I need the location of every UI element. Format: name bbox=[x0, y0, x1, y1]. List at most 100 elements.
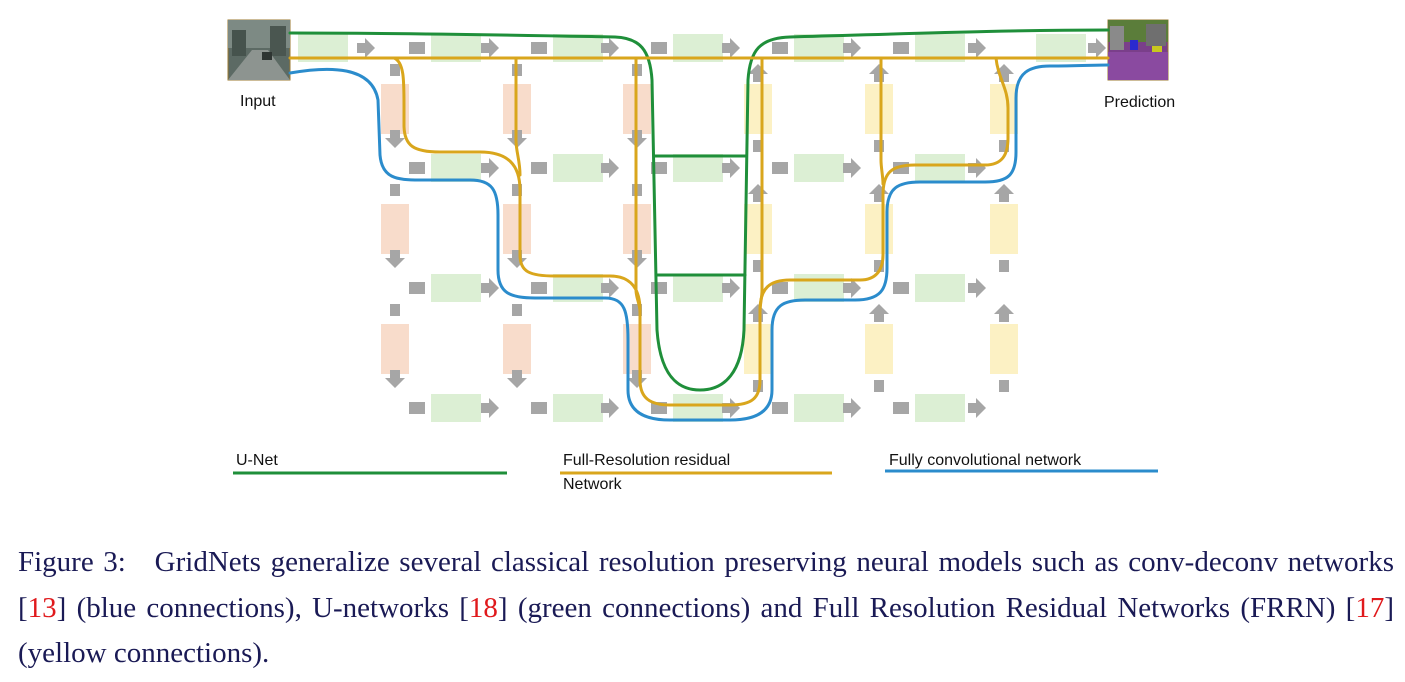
lateral-conv-block bbox=[673, 274, 723, 302]
arrow-stub bbox=[531, 162, 547, 174]
upsample-block bbox=[990, 84, 1018, 134]
arrow-right-icon bbox=[843, 38, 861, 58]
lateral-conv-block bbox=[673, 154, 723, 182]
arrow-stub bbox=[753, 140, 763, 152]
arrow-stub bbox=[772, 162, 788, 174]
arrow-stub bbox=[772, 42, 788, 54]
figure-caption: Figure 3: GridNets generalize several cl… bbox=[18, 540, 1394, 677]
fcn-path bbox=[288, 63, 1110, 422]
arrow-stub bbox=[753, 380, 763, 392]
arrow-stub bbox=[651, 42, 667, 54]
arrow-down-icon bbox=[507, 370, 527, 388]
arrow-up-icon bbox=[994, 184, 1014, 202]
arrow-stub bbox=[651, 282, 667, 294]
arrow-right-icon bbox=[357, 38, 375, 58]
legend-label-fcn: Fully convolutional network bbox=[889, 452, 1082, 469]
arrow-down-icon bbox=[385, 130, 405, 148]
lateral-conv-block bbox=[431, 154, 481, 182]
arrow-stub bbox=[409, 42, 425, 54]
arrow-right-icon bbox=[968, 38, 986, 58]
lateral-conv-block bbox=[431, 394, 481, 422]
arrow-stub bbox=[531, 282, 547, 294]
arrow-right-icon bbox=[601, 158, 619, 178]
arrow-stub bbox=[999, 140, 1009, 152]
upsample-block bbox=[865, 324, 893, 374]
lateral-conv-block bbox=[794, 154, 844, 182]
arrow-right-icon bbox=[843, 158, 861, 178]
lateral-conv-block bbox=[553, 394, 603, 422]
arrow-down-icon bbox=[385, 250, 405, 268]
arrow-stub bbox=[531, 42, 547, 54]
caption-label: Figure 3: bbox=[18, 546, 126, 578]
arrow-right-icon bbox=[722, 398, 740, 418]
lateral-conv-block bbox=[553, 154, 603, 182]
arrow-right-icon bbox=[481, 158, 499, 178]
arrow-stub bbox=[874, 260, 884, 272]
lateral-conv-block bbox=[673, 394, 723, 422]
legend: U-Net Full-Resolution residual Network F… bbox=[233, 452, 1158, 493]
upsample-block bbox=[990, 324, 1018, 374]
arrow-stub bbox=[772, 282, 788, 294]
arrow-stub bbox=[893, 42, 909, 54]
citation-link[interactable]: 13 bbox=[27, 591, 57, 624]
legend-label-frrn-1: Full-Resolution residual bbox=[563, 452, 730, 469]
lateral-conv-block bbox=[915, 394, 965, 422]
arrow-right-icon bbox=[601, 38, 619, 58]
frrn-branch bbox=[758, 56, 764, 314]
arrow-up-icon bbox=[869, 304, 889, 322]
arrow-stub bbox=[999, 380, 1009, 392]
arrow-right-icon bbox=[722, 158, 740, 178]
arrow-stub bbox=[531, 402, 547, 414]
arrow-stub bbox=[409, 402, 425, 414]
arrow-right-icon bbox=[601, 398, 619, 418]
arrow-stub bbox=[874, 380, 884, 392]
arrow-right-icon bbox=[722, 38, 740, 58]
caption-text: ] (green connections) and Full Resolutio… bbox=[497, 591, 1356, 624]
arrow-up-icon bbox=[869, 64, 889, 82]
grid-blocks-and-arrows bbox=[298, 34, 1106, 422]
arrow-stub bbox=[390, 304, 400, 316]
upsample-block bbox=[865, 204, 893, 254]
lateral-conv-block bbox=[915, 154, 965, 182]
arrow-stub bbox=[632, 304, 642, 316]
arrow-stub bbox=[390, 184, 400, 196]
citation-link[interactable]: 17 bbox=[1355, 591, 1385, 624]
arrow-right-icon bbox=[722, 278, 740, 298]
frrn-branch bbox=[392, 56, 1010, 407]
arrow-right-icon bbox=[481, 398, 499, 418]
caption-text: ] (yellow connections). bbox=[18, 591, 1394, 670]
arrow-up-icon bbox=[869, 184, 889, 202]
arrow-right-icon bbox=[968, 278, 986, 298]
arrow-up-icon bbox=[994, 304, 1014, 322]
frrn-branch bbox=[879, 56, 885, 186]
prediction-label: Prediction bbox=[1104, 94, 1175, 111]
upsample-block bbox=[865, 84, 893, 134]
downsample-block bbox=[503, 204, 531, 254]
arrow-right-icon bbox=[843, 278, 861, 298]
arrow-stub bbox=[390, 64, 400, 76]
downsample-block bbox=[503, 324, 531, 374]
arrow-right-icon bbox=[843, 398, 861, 418]
arrow-down-icon bbox=[507, 250, 527, 268]
upsample-block bbox=[990, 204, 1018, 254]
unet-path bbox=[288, 28, 1110, 392]
lateral-conv-block bbox=[915, 274, 965, 302]
arrow-stub bbox=[512, 184, 522, 196]
arrow-stub bbox=[893, 402, 909, 414]
lateral-conv-block bbox=[794, 394, 844, 422]
arrow-stub bbox=[772, 402, 788, 414]
upsample-block bbox=[744, 204, 772, 254]
citation-link[interactable]: 18 bbox=[468, 591, 498, 624]
arrow-down-icon bbox=[385, 370, 405, 388]
prediction-image-thumbnail bbox=[1107, 19, 1169, 81]
arrow-right-icon bbox=[481, 38, 499, 58]
gridnet-figure: Input Prediction U-Net Full-Resolution r… bbox=[227, 19, 1175, 493]
connection-paths bbox=[288, 28, 1110, 422]
arrow-right-icon bbox=[968, 398, 986, 418]
caption-text: ] (blue connections), U-networks [ bbox=[56, 591, 469, 624]
arrow-stub bbox=[893, 282, 909, 294]
frrn-branch bbox=[634, 56, 642, 314]
arrow-stub bbox=[409, 282, 425, 294]
caption-text: GridNets generalize several classical re… bbox=[18, 546, 1394, 624]
arrow-right-icon bbox=[481, 278, 499, 298]
